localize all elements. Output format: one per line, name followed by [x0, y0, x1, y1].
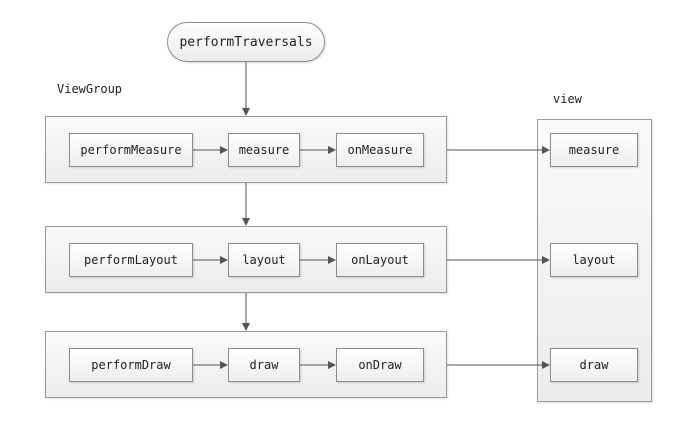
- layout-node: layout: [228, 243, 300, 277]
- on-layout-node: onLayout: [336, 243, 424, 277]
- perform-layout-node: performLayout: [69, 243, 193, 277]
- on-draw-node: onDraw: [336, 348, 424, 382]
- on-measure-node: onMeasure: [336, 133, 424, 167]
- draw-node: draw: [228, 348, 300, 382]
- view-draw-node: draw: [550, 348, 638, 382]
- measure-node: measure: [228, 133, 300, 167]
- viewgroup-label: ViewGroup: [57, 82, 123, 96]
- view-label: view: [553, 92, 582, 106]
- view-measure-node: measure: [550, 133, 638, 167]
- perform-measure-node: performMeasure: [69, 133, 193, 167]
- view-layout-node: layout: [550, 243, 638, 277]
- perform-traversals-node: performTraversals: [167, 22, 325, 62]
- perform-draw-node: performDraw: [69, 348, 193, 382]
